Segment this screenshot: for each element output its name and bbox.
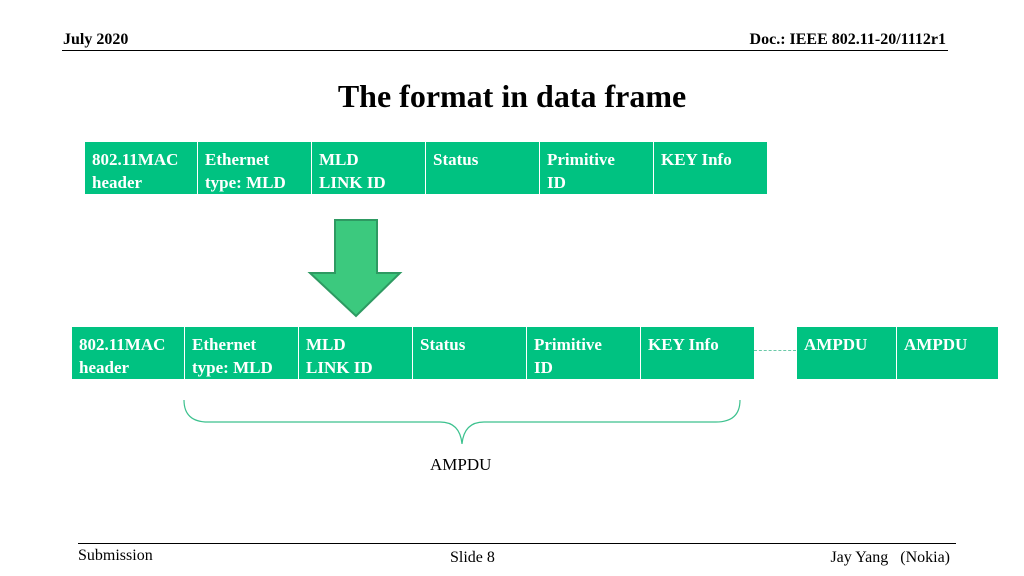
field-label-line1: MLD [319,150,359,169]
field-label-line1: Ethernet [205,150,270,169]
field-label-line1: KEY Info [661,150,732,169]
slide-title: The format in data frame [337,78,687,114]
down-arrow-icon [307,219,403,318]
field-label-line1: Status [420,335,466,354]
field-label-line2: type: MLD [192,358,273,377]
top-field-ethernet-type: Ethernet type: MLD [198,142,312,194]
field-label-line2: header [92,173,143,192]
field-label-line2: ID [534,358,553,377]
bottom-field-primitive-id: Primitive ID [527,327,641,379]
ampdu-block: AMPDU [897,327,998,379]
field-label-line2: header [79,358,130,377]
field-label-line1: 802.11MAC [79,335,166,354]
field-label-line1: Primitive [547,150,615,169]
ampdu-block: AMPDU [797,327,897,379]
field-label-line1: KEY Info [648,335,719,354]
ampdu-label: AMPDU [904,335,968,354]
footer-submission: Submission [78,547,153,564]
footer-slide-number: Slide 8 [450,549,495,566]
field-label-line2: LINK ID [319,173,386,192]
top-frame-row: 802.11MAC header Ethernet type: MLD MLD … [85,142,767,194]
brace-label: AMPDU [430,455,492,474]
top-field-mld-link-id: MLD LINK ID [312,142,426,194]
field-label-line2: LINK ID [306,358,373,377]
top-field-primitive-id: Primitive ID [540,142,654,194]
field-label-line1: Status [433,150,479,169]
footer-author: Jay Yang (Nokia) [830,549,950,566]
top-field-status: Status [426,142,540,194]
footer-rule [78,543,956,544]
field-label-line1: Primitive [534,335,602,354]
field-label-line1: 802.11MAC [92,150,179,169]
header-doc-id: Doc.: IEEE 802.11-20/1112r1 [749,31,946,48]
bottom-field-key-info: KEY Info [641,327,754,379]
field-label-line1: MLD [306,335,346,354]
field-label-line1: Ethernet [192,335,257,354]
bottom-frame-row: 802.11MAC header Ethernet type: MLD MLD … [72,327,754,379]
bottom-field-mld-link-id: MLD LINK ID [299,327,413,379]
curly-brace-icon [183,399,741,445]
bottom-field-ethernet-type: Ethernet type: MLD [185,327,299,379]
ampdu-label: AMPDU [804,335,868,354]
bottom-field-status: Status [413,327,527,379]
dashed-connector [754,350,796,351]
top-field-key-info: KEY Info [654,142,767,194]
top-field-mac-header: 802.11MAC header [85,142,198,194]
field-label-line2: type: MLD [205,173,286,192]
header-rule [62,50,948,51]
field-label-line2: ID [547,173,566,192]
bottom-field-mac-header: 802.11MAC header [72,327,185,379]
ampdu-row: AMPDU AMPDU [797,327,998,379]
header-date: July 2020 [63,31,129,48]
